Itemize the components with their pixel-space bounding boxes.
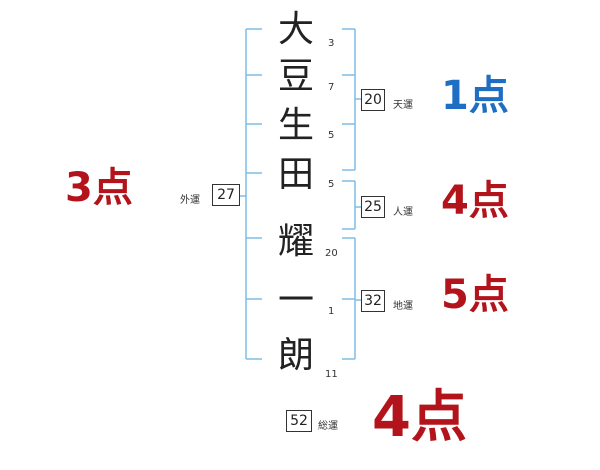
stroke-count-2: 7: [328, 82, 335, 93]
souun-label: 総運: [318, 421, 338, 432]
stroke-count-3: 5: [328, 130, 335, 141]
name-char-1: 大: [277, 9, 314, 50]
gaiun-label: 外運: [180, 195, 200, 206]
souun-score: 4点: [372, 385, 467, 450]
souun-value-box: 52: [286, 410, 312, 432]
tenun-score: 1点: [441, 73, 509, 119]
stroke-count-1: 3: [328, 38, 335, 49]
stroke-count-4: 5: [328, 179, 335, 190]
name-char-5: 耀: [277, 221, 314, 262]
stroke-count-6: 1: [328, 306, 335, 317]
tenun-label: 天運: [393, 100, 413, 111]
name-char-6: 一: [277, 280, 314, 321]
name-char-4: 田: [277, 154, 314, 195]
name-char-7: 朗: [277, 335, 314, 376]
name-char-3: 生: [277, 105, 314, 146]
jinun-value-box: 25: [361, 196, 385, 218]
jinun-score: 4点: [441, 178, 509, 224]
chiun-label: 地運: [393, 301, 413, 312]
stroke-count-5: 20: [325, 248, 338, 259]
tenun-value-box: 20: [361, 89, 385, 111]
stroke-count-7: 11: [325, 369, 338, 380]
gaiun-score: 3点: [65, 165, 133, 211]
jinun-label: 人運: [393, 207, 413, 218]
chiun-score: 5点: [441, 272, 509, 318]
chiun-value-box: 32: [361, 290, 385, 312]
gaiun-value-box: 27: [212, 184, 240, 206]
name-char-2: 豆: [277, 56, 314, 97]
